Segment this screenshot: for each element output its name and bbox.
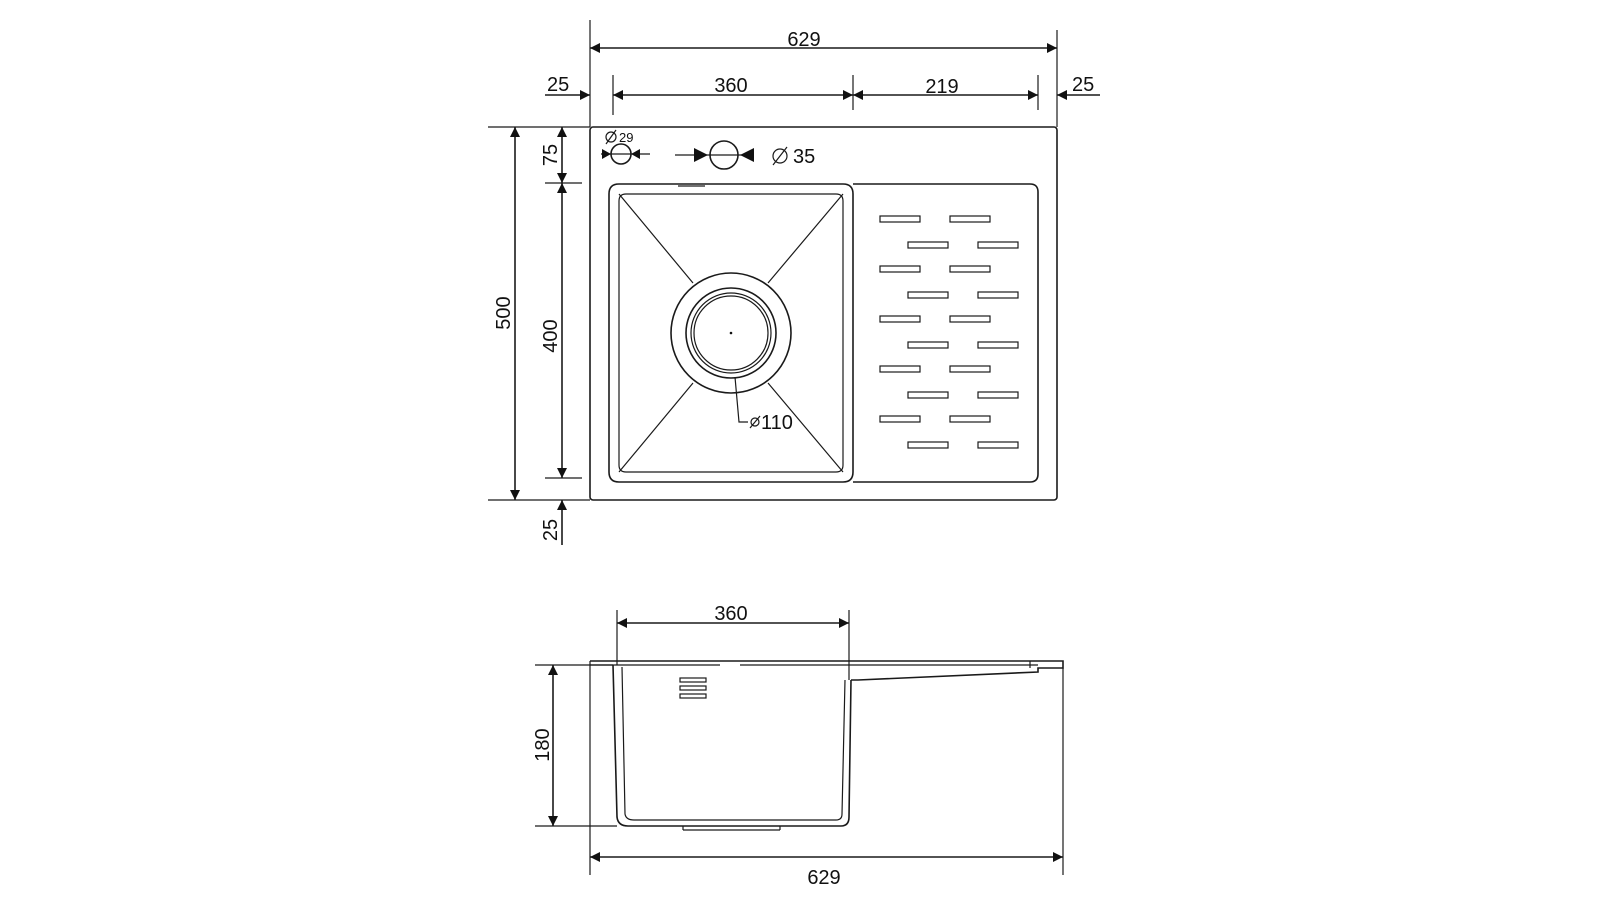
dim-bowl-width-label: 360 [714,75,747,97]
dim-overall-width-label: 629 [787,29,820,51]
dim-bowl-depth: 400 [540,183,567,478]
dim-side-bowl-height-label: 180 [532,728,554,761]
dim-drainboard-width-label: 219 [925,76,958,98]
small-hole-label: 29 [619,130,633,145]
dim-right-margin: 25 [1057,74,1100,100]
dim-bowl-depth-label: 400 [540,319,562,352]
overflow-slots [679,677,707,699]
dim-side-bowl-height: 180 [532,665,558,826]
side-bowl [612,664,852,831]
side-extension-lines [535,610,1064,875]
small-hole: 29 [601,129,650,165]
dim-bowl-width: 360 [613,75,853,100]
dim-side-overall-width-label: 629 [807,867,840,889]
bowl [608,183,854,483]
dim-overall-width: 629 [590,29,1057,53]
side-view: 360 180 629 [532,603,1064,889]
sink-outline [589,126,1058,501]
dim-drainboard-width: 219 [853,76,1038,100]
drainboard [853,183,1039,483]
tap-hole-label: 35 [793,146,815,168]
dim-right-margin-label: 25 [1072,74,1094,96]
drain-label: 110 [749,412,793,434]
dim-front-margin: 25 [540,500,567,545]
drain [670,272,792,423]
drainboard-slots [879,215,1019,449]
dim-left-margin: 25 [545,74,590,100]
dim-side-bowl-width-label: 360 [714,603,747,625]
dim-overall-depth: 500 [493,127,520,500]
dim-front-margin-label: 25 [540,519,562,541]
dim-side-overall-width: 629 [590,852,1063,889]
side-deck [590,660,1064,681]
drain-diameter-label: 110 [761,412,793,434]
tap-hole: 35 [675,140,815,170]
dim-left-margin-label: 25 [547,74,569,96]
dim-back-margin-label: 75 [540,144,562,166]
dim-back-margin: 75 [540,127,567,183]
dim-overall-depth-label: 500 [493,296,515,329]
top-view: 29 35 110 [488,20,1100,545]
dim-side-bowl-width: 360 [617,603,849,628]
